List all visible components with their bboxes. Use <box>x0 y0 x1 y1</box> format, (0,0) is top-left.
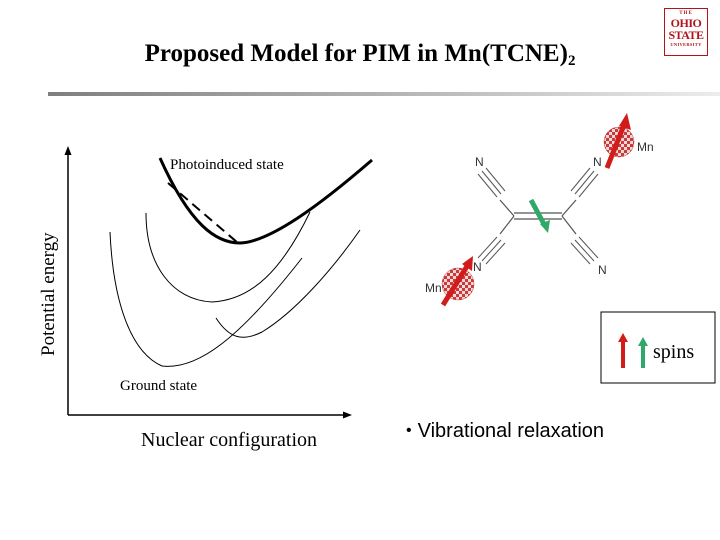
x-axis-label: Nuclear configuration <box>141 429 317 451</box>
intermediate-curve-1 <box>145 211 311 303</box>
atom-n-label: N <box>473 260 482 274</box>
intermediate-curve-2 <box>215 229 361 338</box>
upper-state-label: Photoinduced state <box>170 157 284 173</box>
legend-red-arrowhead <box>618 333 628 342</box>
legend-green-arrowhead <box>638 337 648 346</box>
photoinduced-state-curve <box>158 157 373 245</box>
nitrile-triple-bond <box>570 167 599 198</box>
nitrile-triple-bond <box>477 236 506 265</box>
cc-bond <box>561 199 577 217</box>
bullet-item: • Vibrational relaxation <box>406 420 604 443</box>
logo-line-1: THE <box>679 11 693 16</box>
bullet-text: Vibrational relaxation <box>417 420 605 442</box>
bullet-dot: • <box>406 422 412 439</box>
nitrile-triple-bond <box>570 236 599 265</box>
cc-bond <box>561 215 577 235</box>
x-axis-arrowhead <box>343 411 352 419</box>
ground-state-curve <box>109 231 303 367</box>
spins-legend-box <box>600 311 716 384</box>
lower-state-label: Ground state <box>120 378 197 394</box>
cc-bond <box>499 215 515 235</box>
title-divider <box>48 92 720 96</box>
mn-spin-arrow <box>604 124 627 169</box>
mn-spin-arrowhead <box>619 113 631 130</box>
atom-n-label: N <box>598 263 607 277</box>
y-axis-label: Potential energy <box>38 232 59 356</box>
tcne-spin-arrow <box>528 198 548 228</box>
nitrile-triple-bond <box>477 167 506 198</box>
title-main: Proposed Model for PIM in Mn(TCNE) <box>144 40 568 67</box>
tcne-spin-arrowhead <box>540 220 550 233</box>
logo-line-3: STATE <box>668 28 704 42</box>
mn-label: Mn <box>637 140 654 154</box>
tcne-molecule: N N N N Mn Mn <box>425 113 654 307</box>
spins-legend: spins <box>600 311 716 384</box>
logo-line-2: OHIO <box>670 16 702 30</box>
y-axis-arrowhead <box>64 146 72 155</box>
university-logo: THE OHIO STATE UNIVERSITY <box>664 8 708 56</box>
mn-spin-arrowhead <box>462 256 473 271</box>
atom-n-label: N <box>475 155 484 169</box>
cc-bond <box>499 199 515 217</box>
title-subscript: 2 <box>567 53 576 69</box>
mn-label: Mn <box>425 281 442 295</box>
legend-label: spins <box>653 341 694 363</box>
slide-title: Proposed Model for PIM in Mn(TCNE)2 <box>0 40 720 70</box>
mn-spin-arrow <box>440 261 472 307</box>
atom-n-label: N <box>593 155 602 169</box>
energy-diagram: Photoinduced state Ground state Nuclear … <box>38 146 373 451</box>
logo-line-4: UNIVERSITY <box>670 42 702 47</box>
